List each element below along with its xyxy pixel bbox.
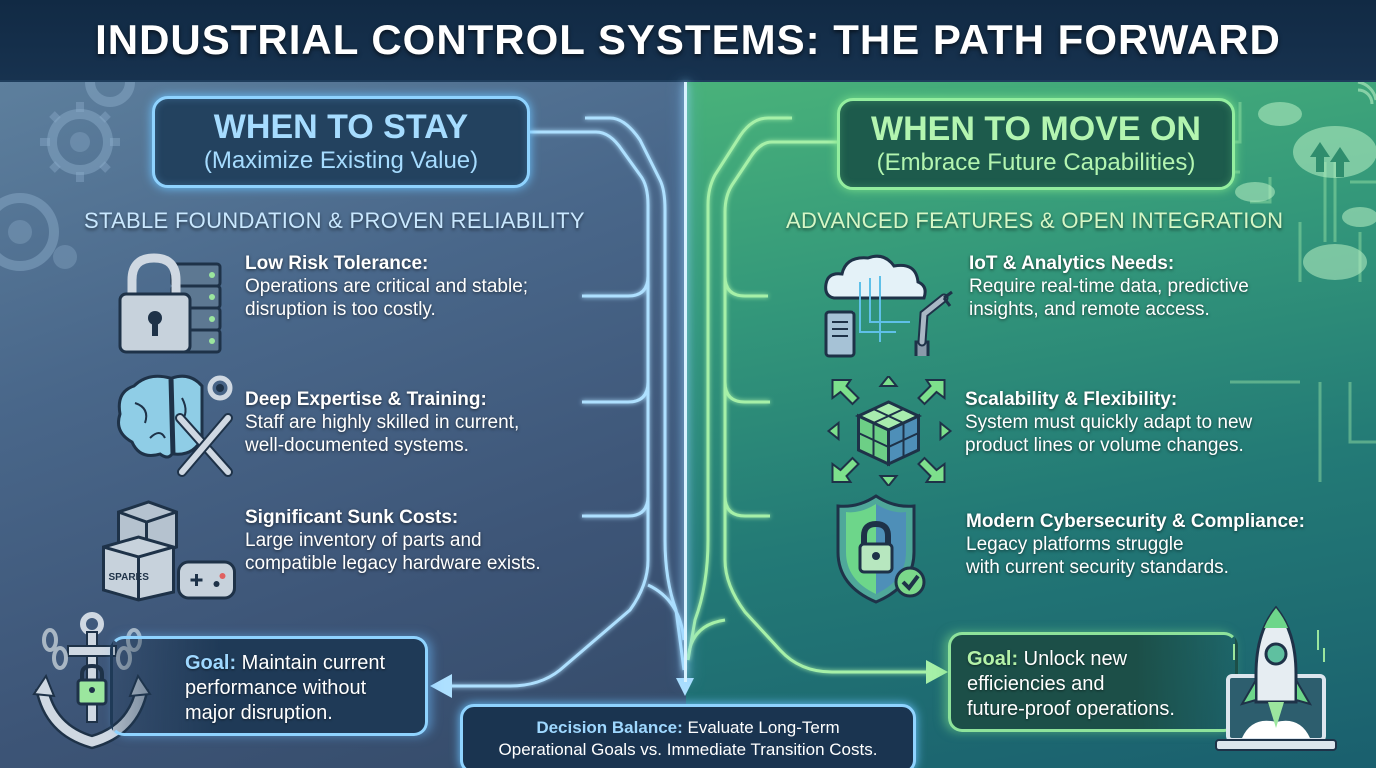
- move-on-item-iot: IoT & Analytics Needs: Require real-time…: [815, 252, 1249, 362]
- item-label: Significant Sunk Costs:: [245, 507, 459, 528]
- decision-text-line2: Operational Goals vs. Immediate Transiti…: [498, 740, 878, 759]
- goal-text: Unlock new efficiencies and future-proof…: [967, 648, 1175, 720]
- item-description: Large inventory of parts and compatible …: [245, 530, 541, 574]
- stay-title: WHEN TO STAY: [213, 108, 469, 146]
- item-label: Deep Expertise & Training:: [245, 389, 487, 410]
- item-description: Legacy platforms struggle with current s…: [966, 534, 1229, 578]
- center-divider: [684, 82, 687, 682]
- rocket-laptop-icon: [1215, 605, 1337, 751]
- move-on-title: WHEN TO MOVE ON: [871, 110, 1201, 148]
- stay-section-heading: STABLE FOUNDATION & PROVEN RELIABILITY: [84, 208, 585, 233]
- move-on-section-heading: ADVANCED FEATURES & OPEN INTEGRATION: [786, 208, 1284, 233]
- item-description: Require real-time data, predictive insig…: [969, 276, 1249, 320]
- spares-boxes-icon: SPARES: [102, 500, 236, 602]
- decision-text-line1: Evaluate Long-Term: [682, 718, 840, 737]
- goal-text: Maintain current performance without maj…: [185, 652, 386, 724]
- goal-keyword: Goal:: [967, 648, 1019, 670]
- stay-title-box: WHEN TO STAY (Maximize Existing Value): [152, 96, 530, 188]
- cloud-iot-icon: [824, 254, 953, 358]
- item-label: Low Risk Tolerance:: [245, 253, 429, 274]
- item-description: Staff are highly skilled in current, wel…: [245, 412, 520, 456]
- move-on-goal-box: Goal: Unlock new efficiencies and future…: [948, 632, 1238, 732]
- padlock-server-icon: [118, 253, 222, 354]
- stay-goal-box: Goal: Maintain current performance witho…: [110, 636, 428, 736]
- decision-balance-box: Decision Balance: Evaluate Long-Term Ope…: [460, 704, 916, 768]
- svg-text:SPARES: SPARES: [109, 572, 150, 583]
- item-description: Operations are critical and stable; disr…: [245, 276, 529, 320]
- move-on-title-box: WHEN TO MOVE ON (Embrace Future Capabili…: [837, 98, 1235, 190]
- move-on-subtitle: (Embrace Future Capabilities): [876, 149, 1196, 176]
- page-title: INDUSTRIAL CONTROL SYSTEMS: THE PATH FOR…: [95, 16, 1281, 63]
- decision-keyword: Decision Balance:: [536, 718, 683, 737]
- item-description: System must quickly adapt to new product…: [965, 412, 1253, 456]
- stay-item-sunk-costs: SPARES Significant Sunk Costs: Large inv…: [92, 492, 541, 602]
- item-label: Scalability & Flexibility:: [965, 389, 1178, 410]
- stay-item-expertise: Deep Expertise & Training: Staff are hig…: [105, 368, 519, 478]
- stay-item-risk: Low Risk Tolerance: Operations are criti…: [105, 252, 528, 362]
- stay-subtitle: (Maximize Existing Value): [203, 147, 479, 174]
- shield-lock-check-icon: [836, 494, 926, 604]
- item-label: Modern Cybersecurity & Compliance:: [966, 511, 1305, 532]
- brain-tools-icon: [117, 374, 233, 477]
- goal-keyword: Goal:: [185, 652, 237, 674]
- item-label: IoT & Analytics Needs:: [969, 253, 1175, 274]
- move-on-item-scalability: Scalability & Flexibility: System must q…: [822, 376, 1252, 486]
- move-on-item-cybersecurity: Modern Cybersecurity & Compliance: Legac…: [832, 494, 1305, 604]
- header: INDUSTRIAL CONTROL SYSTEMS: THE PATH FOR…: [0, 0, 1376, 82]
- scalable-cube-icon: [826, 376, 953, 486]
- gears-decoration-icon: [0, 82, 135, 271]
